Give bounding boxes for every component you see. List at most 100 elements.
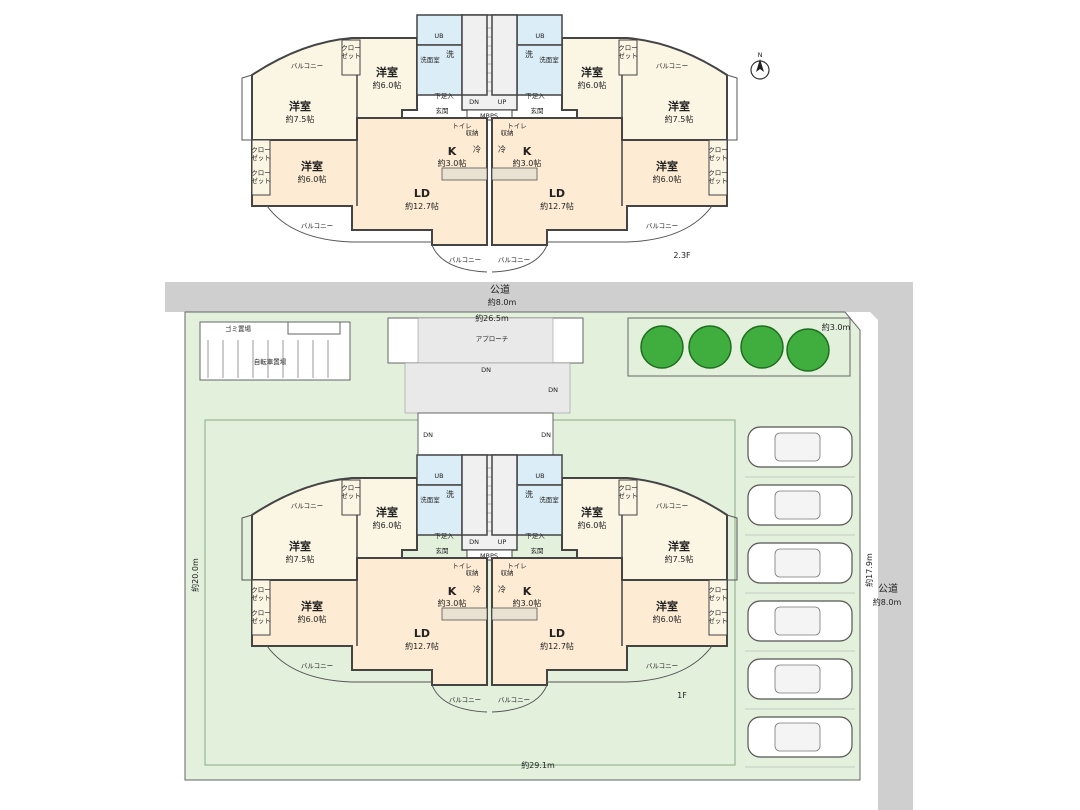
room-size: 約6.0帖 <box>653 614 682 624</box>
room-size: 約3.0帖 <box>513 158 542 168</box>
shoebox-label: 下足入 <box>525 532 545 540</box>
car-icon <box>745 716 855 768</box>
balcony-label: バルコニー <box>646 662 678 670</box>
room-size: 約7.5帖 <box>665 554 694 564</box>
room-size: 約6.0帖 <box>373 520 402 530</box>
room-name: LD <box>549 187 565 200</box>
storage-label: 収納 <box>501 128 514 137</box>
shoebox-label: 下足入 <box>434 532 454 540</box>
balcony-label: バルコニー <box>449 696 481 704</box>
garbage-box <box>287 321 341 335</box>
room-size: 約6.0帖 <box>578 80 607 90</box>
closet-label: クローゼット <box>708 169 728 185</box>
entrance-label: 玄関 <box>436 106 449 115</box>
fridge-label: 冷 <box>498 144 506 154</box>
ub-label: UB <box>434 472 443 480</box>
room-size: 約6.0帖 <box>298 174 327 184</box>
room-size: 約7.5帖 <box>286 554 315 564</box>
room-size: 約3.0帖 <box>438 598 467 608</box>
fridge-label: 冷 <box>473 584 481 594</box>
tree-icon <box>640 325 684 369</box>
closet-label: クローゼット <box>708 146 728 162</box>
room-name: K <box>523 585 532 598</box>
dn-label: DN <box>423 431 433 439</box>
room-size: 約12.7帖 <box>540 641 574 651</box>
north-compass-icon: N <box>750 51 770 80</box>
room-name: 洋室 <box>289 539 311 553</box>
up-label: UP <box>498 538 507 546</box>
dn-label: DN <box>548 386 558 394</box>
washer-label: 洗 <box>525 489 533 499</box>
shoebox-label: 下足入 <box>434 92 454 100</box>
approach-paving <box>417 317 554 364</box>
room-size: 約12.7帖 <box>540 201 574 211</box>
room-name: LD <box>549 627 565 640</box>
washroom-label: 洗面室 <box>420 495 440 504</box>
closet-label: クローゼット <box>251 146 271 162</box>
mbps <box>466 549 513 561</box>
ub-label: UB <box>535 32 544 40</box>
tree-icon <box>786 328 830 372</box>
entrance-paving <box>404 362 571 414</box>
east-road-width: 約8.0m <box>873 597 902 607</box>
room-name: 洋室 <box>289 99 311 113</box>
washer-label: 洗 <box>446 49 454 59</box>
closet-label: クローゼット <box>251 169 271 185</box>
balcony-label: バルコニー <box>291 502 323 510</box>
up-label: UP <box>498 98 507 106</box>
storage-label: 収納 <box>466 568 479 577</box>
room-name: LD <box>414 187 430 200</box>
car-icon <box>745 600 855 652</box>
room-size: 約6.0帖 <box>373 80 402 90</box>
dn-label: DN <box>469 98 479 106</box>
compass-north-label: N <box>758 51 763 59</box>
balcony-label: バルコニー <box>656 502 688 510</box>
west-depth-dimension: 約20.0m <box>190 558 200 592</box>
fridge-label: 冷 <box>498 584 506 594</box>
room-size: 約6.0帖 <box>298 614 327 624</box>
frontage-dimension: 約26.5m <box>475 313 509 323</box>
room-size: 約7.5帖 <box>665 114 694 124</box>
washroom-label: 洗面室 <box>539 55 559 64</box>
closet-label: クローゼット <box>708 586 728 602</box>
washer-label: 洗 <box>446 489 454 499</box>
bicycle-label: 自転車置場 <box>254 357 287 366</box>
ub-label: UB <box>434 32 443 40</box>
corner-cut-dimension: 約3.0m <box>822 322 851 332</box>
north-road-width: 約8.0m <box>488 297 517 307</box>
north-road-name: 公道 <box>490 283 510 296</box>
entrance-label: 玄関 <box>531 546 544 555</box>
balcony-label: バルコニー <box>498 696 530 704</box>
closet-label: クローゼット <box>341 44 361 60</box>
approach-label: アプローチ <box>476 335 509 343</box>
floor-label: 2.3F <box>673 251 691 260</box>
balcony-label: バルコニー <box>291 62 323 70</box>
balcony-label: バルコニー <box>646 222 678 230</box>
east-road-name: 公道 <box>878 582 898 595</box>
room-size: 約3.0帖 <box>513 598 542 608</box>
north-road <box>165 282 900 312</box>
closet-label: クローゼット <box>251 609 271 625</box>
room-name: K <box>448 585 457 598</box>
storage-label: 収納 <box>501 568 514 577</box>
room-size: 約3.0帖 <box>438 158 467 168</box>
mbps-label: MBPS <box>480 112 498 120</box>
washroom-label: 洗面室 <box>420 55 440 64</box>
tree-icon <box>740 325 784 369</box>
closet-label: クローゼット <box>251 586 271 602</box>
garbage-label: ゴミ置場 <box>225 324 252 333</box>
entrance-hall <box>417 412 554 459</box>
room-name: K <box>448 145 457 158</box>
closet-label: クローゼット <box>618 484 638 500</box>
room-name: 洋室 <box>656 159 678 173</box>
closet-label: クローゼット <box>618 44 638 60</box>
balcony-label: バルコニー <box>656 62 688 70</box>
car-icon <box>745 484 855 536</box>
closet-label: クローゼット <box>341 484 361 500</box>
balcony-label: バルコニー <box>449 256 481 264</box>
room-name: 洋室 <box>581 505 603 519</box>
mbps <box>466 109 513 121</box>
